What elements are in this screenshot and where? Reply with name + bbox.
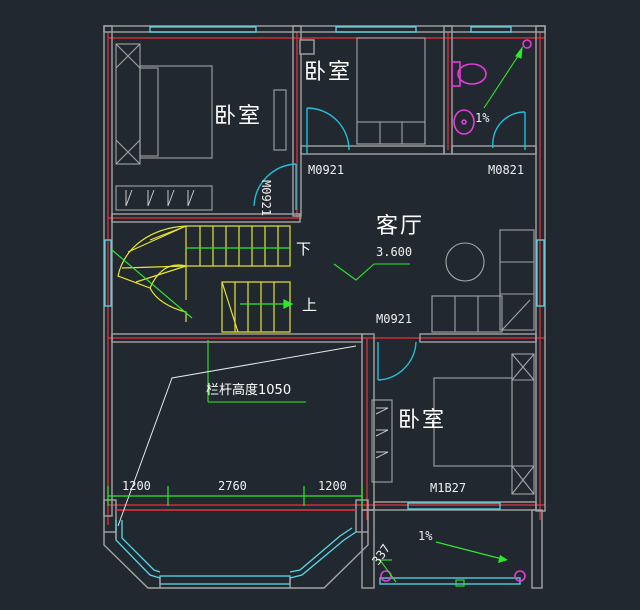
stair-up-label: 上 — [302, 296, 318, 314]
door-code-m0921-a: M0921 — [308, 163, 345, 177]
balcony-drain — [379, 541, 526, 587]
slope-bath: 1% — [475, 111, 490, 125]
dimension-line — [107, 486, 363, 506]
railing-height-note: 栏杆高度1050 — [206, 383, 292, 398]
door-code-m0821: M0821 — [488, 163, 525, 177]
room-label-bedroom-bottom-right: 卧室 — [398, 408, 447, 433]
bay-walls — [103, 509, 369, 589]
railing-line — [117, 345, 357, 527]
dimension-1200-left: 1200 — [122, 479, 151, 493]
wardrobe-hangers — [125, 189, 389, 459]
level-value: 3.600 — [376, 245, 413, 259]
dimension-2760: 2760 — [218, 479, 247, 493]
annotations — [207, 46, 523, 561]
stair-down-label: 下 — [296, 240, 312, 258]
room-label-bedroom-top-left: 卧室 — [214, 104, 263, 129]
doors — [253, 107, 526, 381]
door-code-m0921-b: M0921 — [376, 312, 413, 326]
staircase — [117, 225, 291, 333]
bath-fixtures — [451, 39, 532, 135]
stair-arrows — [111, 247, 294, 319]
furniture — [115, 37, 535, 495]
dimension-1200-right: 1200 — [318, 479, 347, 493]
door-code-m1b27: M1B27 — [430, 481, 467, 495]
axis-lines — [107, 30, 545, 525]
slope-balcony: 1% — [418, 529, 433, 543]
door-code-m0921-vertical: M0921 — [259, 180, 273, 217]
room-label-bedroom-top-mid: 卧室 — [304, 60, 353, 85]
walls — [103, 25, 546, 589]
room-label-living-room: 客厅 — [376, 214, 425, 239]
